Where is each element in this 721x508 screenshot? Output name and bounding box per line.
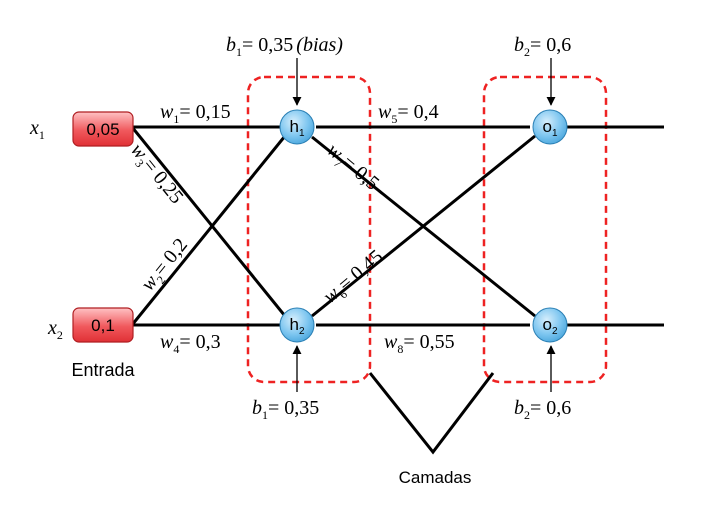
weight-label-w3: w3= 0,25	[124, 139, 188, 210]
bias-label-o2: b2= 0,6	[514, 397, 571, 422]
output-layer-box	[482, 75, 608, 384]
input-value: 0,1	[91, 316, 115, 335]
bias-label-o1: b2= 0,6	[514, 34, 571, 59]
weight-label-w1: w1= 0,15	[160, 101, 231, 126]
input-caption: Entrada	[71, 360, 135, 380]
bias-arrows	[292, 58, 556, 392]
weight-label-w4: w4= 0,3	[160, 331, 221, 356]
input-value: 0,05	[86, 120, 119, 139]
neuron-o2: o2	[532, 307, 568, 343]
edge-h2-o1	[311, 134, 536, 318]
neuron-h1: h1	[279, 109, 315, 145]
input-label-x2: x2	[47, 317, 63, 342]
hidden-layer-box	[246, 75, 372, 384]
edge-x2-h1	[130, 135, 287, 326]
weight-label-w2: w2= 0,2	[137, 234, 195, 297]
input-node-x2: 0,1	[72, 307, 134, 343]
weight-label-w7: w7= 0,5	[321, 139, 384, 197]
neuron-label: o2	[542, 315, 557, 337]
weight-label-w5: w5= 0,4	[378, 101, 439, 126]
neuron-o1: o1	[532, 109, 568, 145]
edge-x1-h2	[130, 126, 287, 317]
neuron-label: h2	[289, 315, 304, 337]
bias-label-h2: b1= 0,35	[252, 397, 319, 422]
neuron-label: h1	[289, 117, 304, 139]
connections	[130, 125, 664, 455]
bias-label-h1: b1= 0,35(bias)	[226, 34, 343, 59]
weight-label-w6: w6= 0,45	[319, 246, 389, 311]
input-label-x1: x1	[29, 117, 45, 142]
layers-bracket	[368, 372, 495, 455]
neuron-h2: h2	[279, 307, 315, 343]
input-node-x1: 0,05	[72, 111, 134, 147]
layers-caption: Camadas	[399, 468, 472, 487]
weight-label-w8: w8= 0,55	[384, 331, 455, 356]
neuron-label: o1	[542, 117, 557, 139]
